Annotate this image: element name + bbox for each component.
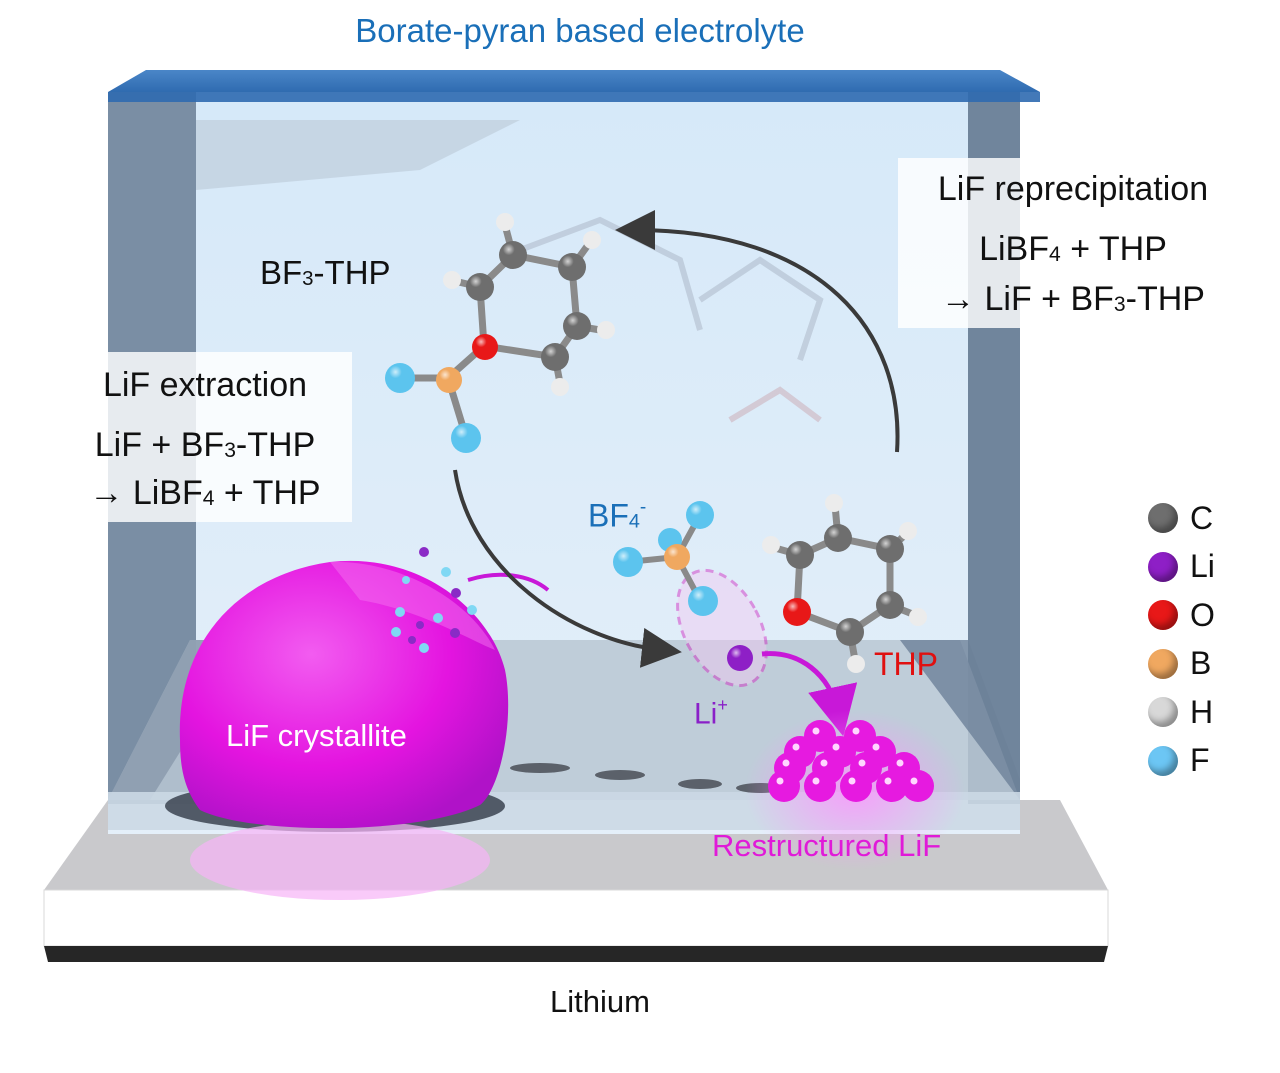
bf4-label: BF4- — [588, 497, 647, 534]
lif-particle-highlight — [792, 743, 800, 751]
lif-particle-highlight — [812, 777, 820, 785]
boron-atom-icon — [1148, 648, 1178, 679]
lif-crystallite — [165, 560, 509, 900]
oxygen-atom-icon — [1148, 600, 1178, 631]
lif-particle-highlight — [832, 743, 840, 751]
lif-particle — [876, 770, 908, 802]
lithium-label: Lithium — [550, 984, 650, 1019]
ejected-ions — [391, 547, 477, 653]
reprecipitation-heading: LiF reprecipitation — [937, 170, 1209, 208]
lif-particle-highlight — [812, 727, 820, 735]
restructured-lif-cluster — [745, 710, 965, 870]
lif-particle — [902, 770, 934, 802]
legend-item-o: O — [1148, 591, 1215, 640]
bf3-thp-molecule — [385, 213, 615, 453]
lif-particle-highlight — [776, 777, 784, 785]
lithium-atom-icon — [1148, 551, 1178, 582]
lif-particle — [768, 770, 800, 802]
lif-particle-highlight — [848, 777, 856, 785]
legend-item-li: Li — [1148, 543, 1215, 592]
bf4-anion — [613, 501, 768, 688]
bf3-thp-label: BF3-THP — [260, 254, 391, 291]
fluorine-atom-icon — [1148, 745, 1178, 776]
legend-item-h: H — [1148, 688, 1215, 737]
hydrogen-atom-icon — [1148, 697, 1178, 728]
lif-crystallite-label: LiF crystallite — [226, 718, 407, 753]
reprecipitation-equation-1: LiBF4 + THP — [979, 230, 1167, 268]
carbon-atom-icon — [1148, 503, 1178, 534]
restructured-lif-label: Restructured LiF — [712, 828, 942, 863]
reprecipitation-equation-2: → LiF + BF3-THP — [941, 280, 1205, 318]
element-legend: C Li O B H F — [1148, 494, 1215, 785]
legend-item-f: F — [1148, 737, 1215, 786]
lif-particle-highlight — [858, 759, 866, 767]
lif-particle-highlight — [884, 777, 892, 785]
extraction-equation-2: → LiBF4 + THP — [89, 474, 321, 512]
thp-molecule — [762, 494, 927, 673]
lif-particle-highlight — [820, 759, 828, 767]
thp-label: THP — [874, 646, 938, 682]
lif-particle-highlight — [896, 759, 904, 767]
extraction-arrow — [467, 572, 550, 592]
extraction-cycle-arrow — [453, 469, 682, 668]
lif-particle-highlight — [872, 743, 880, 751]
lif-particle-highlight — [782, 759, 790, 767]
extraction-heading: LiF extraction — [102, 366, 308, 404]
reprecipitation-arrow — [615, 210, 900, 453]
reprecipitation-panel — [898, 158, 1240, 328]
lif-particle-highlight — [910, 777, 918, 785]
extraction-panel — [60, 352, 352, 522]
diagram-title: Borate-pyran based electrolyte — [355, 12, 805, 49]
li-plus-label: Li+ — [694, 695, 728, 731]
legend-item-b: B — [1148, 640, 1215, 689]
li-transfer-arrow — [761, 651, 858, 737]
legend-item-c: C — [1148, 494, 1215, 543]
lif-particle-highlight — [852, 727, 860, 735]
extraction-equation-1: LiF + BF3-THP — [94, 426, 316, 464]
lif-particle — [804, 770, 836, 802]
lif-particle — [840, 770, 872, 802]
